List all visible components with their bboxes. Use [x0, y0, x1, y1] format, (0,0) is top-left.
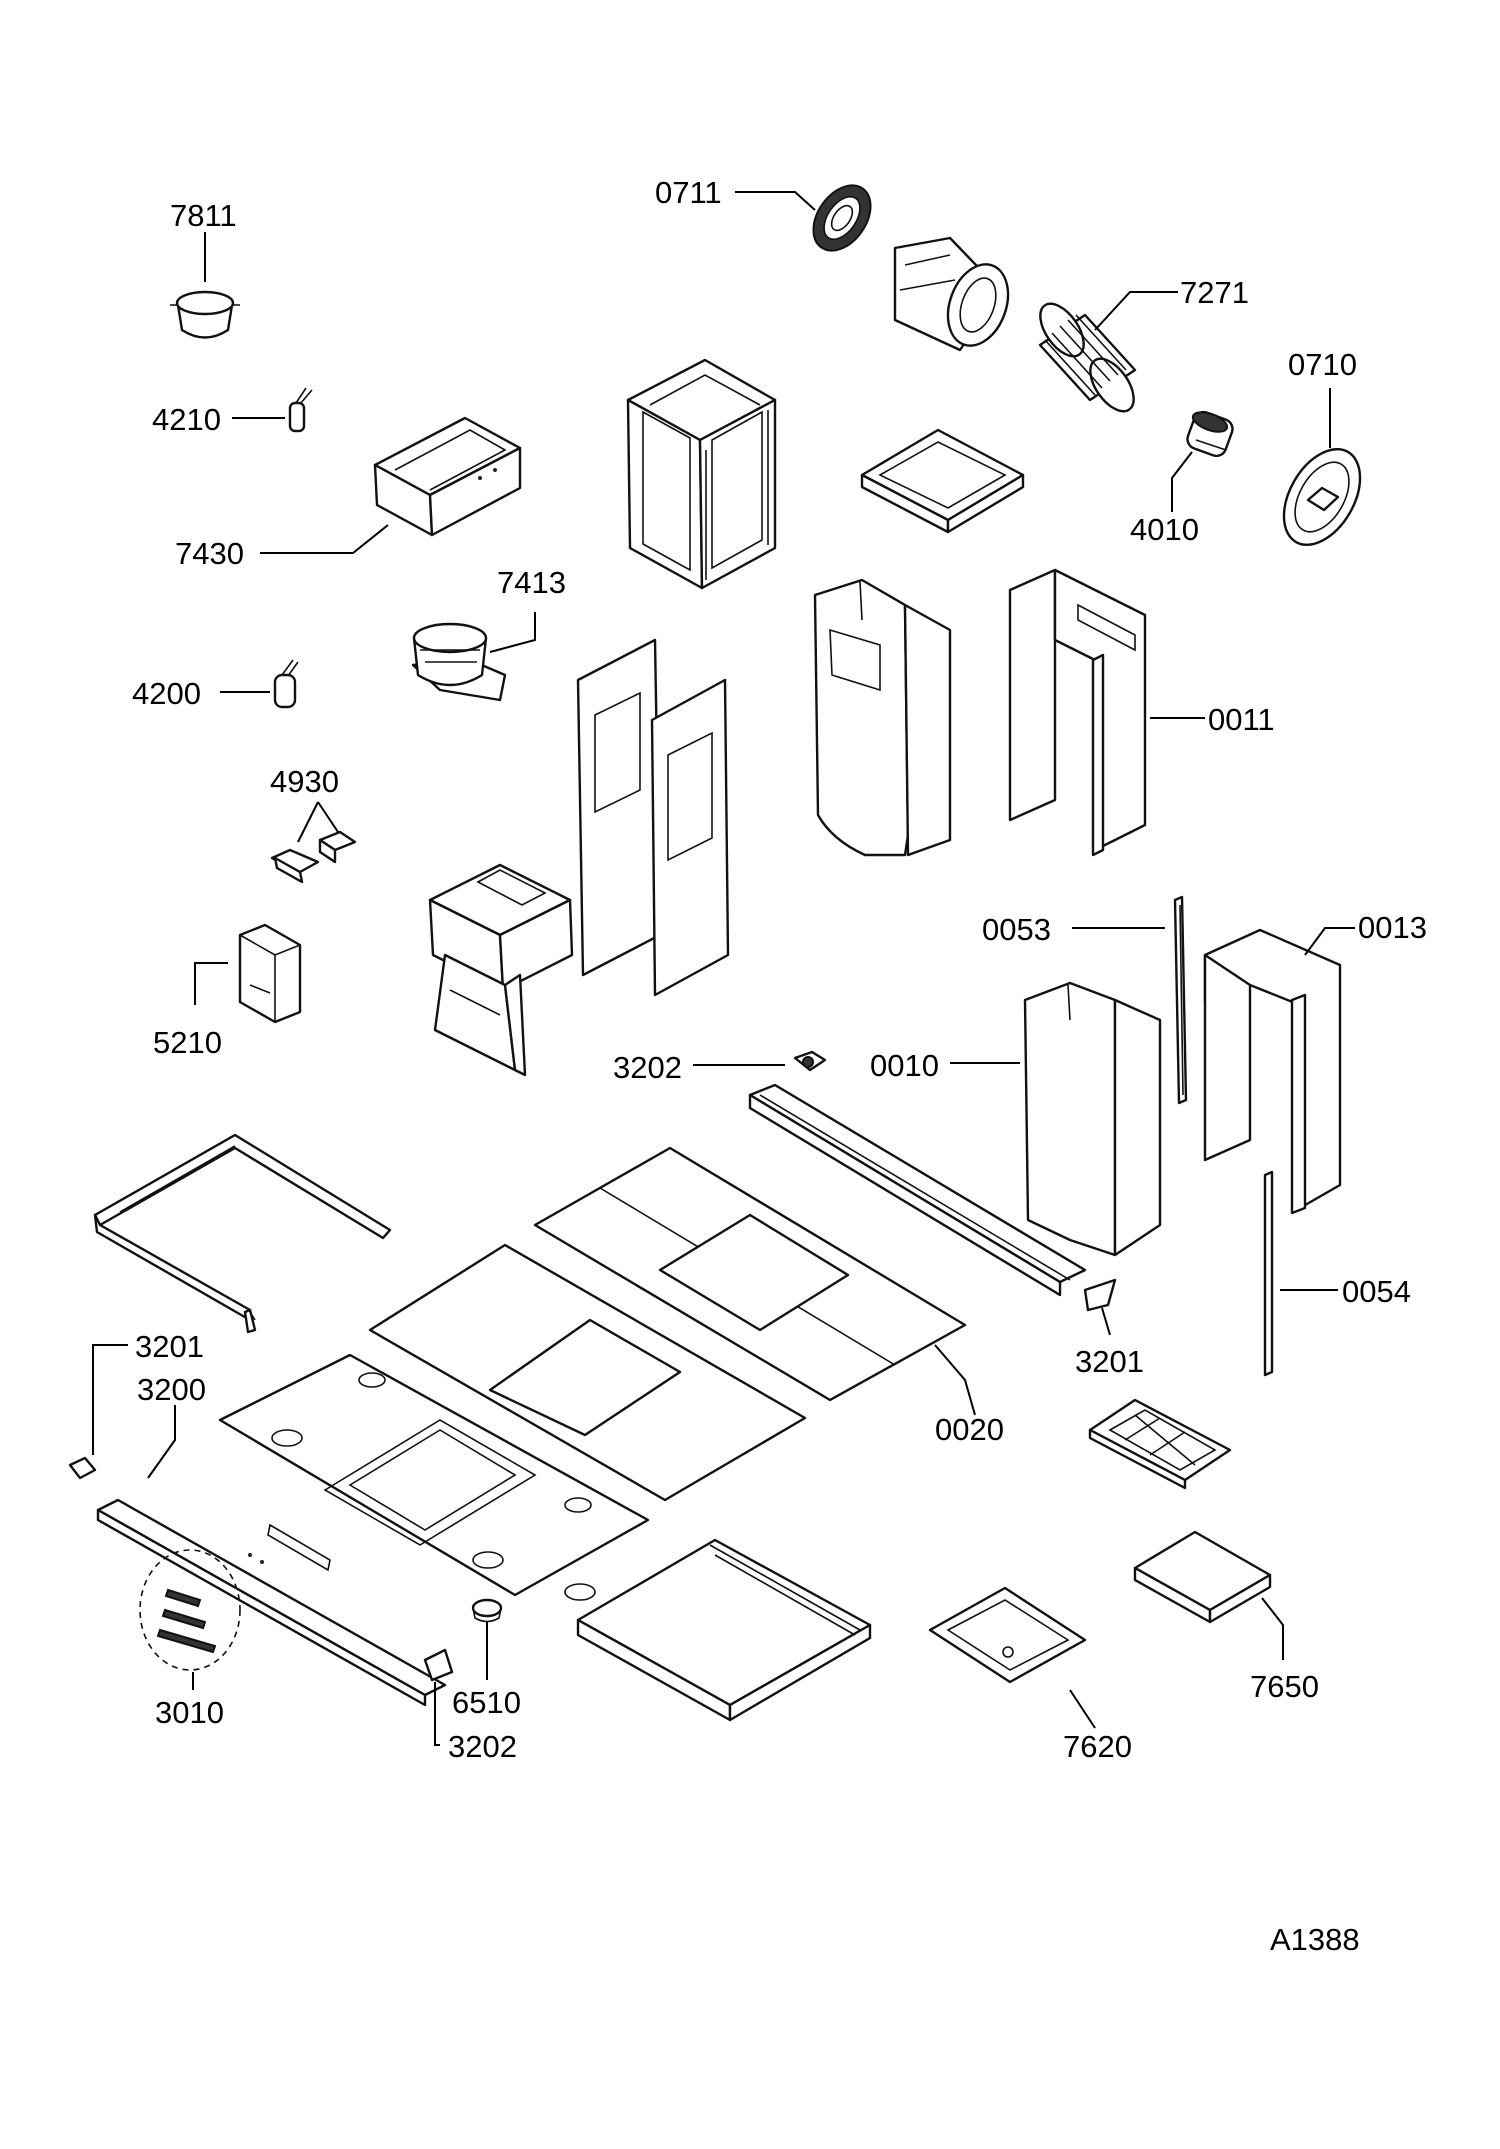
- part-7620-filter: [928, 1586, 1087, 1684]
- label-7620: 7620: [1063, 1729, 1132, 1764]
- label-4930: 4930: [270, 764, 339, 799]
- part-3201-clip-left: [68, 1456, 97, 1480]
- label-3010: 3010: [155, 1695, 224, 1730]
- diagram-code: A1388: [1270, 1922, 1360, 1957]
- label-3201-left: 3201: [135, 1329, 204, 1364]
- label-0020: 0020: [935, 1412, 1004, 1447]
- part-0711-guard: [812, 184, 872, 252]
- part-3202-clip-upper: [793, 1050, 827, 1072]
- part-4200-capacitor: [273, 659, 299, 709]
- part-labels: 7811 0711 7271 0710 4210 7430 4010 7413 …: [132, 175, 1427, 1957]
- label-4200: 4200: [132, 676, 201, 711]
- label-7413: 7413: [497, 565, 566, 600]
- label-4010: 4010: [1130, 512, 1199, 547]
- label-0010: 0010: [870, 1048, 939, 1083]
- part-0054-strip: [1263, 1170, 1274, 1377]
- label-0711: 0711: [655, 175, 722, 210]
- part-7271-impeller: [1038, 302, 1137, 413]
- part-0020-glass-panels: [368, 1146, 967, 1502]
- label-0053: 0053: [982, 912, 1051, 947]
- label-5210: 5210: [153, 1025, 222, 1060]
- chimney-upper-front: [813, 578, 952, 857]
- label-7811: 7811: [170, 198, 237, 233]
- left-side-frame: [93, 1133, 392, 1334]
- part-7430-box: [373, 416, 522, 537]
- label-7271: 7271: [1180, 275, 1249, 310]
- carbon-filter-tray: [1088, 1398, 1232, 1490]
- part-6510-knob: [471, 1598, 503, 1623]
- part-7413-fan-unit: [411, 622, 507, 702]
- label-0710: 0710: [1288, 347, 1357, 382]
- part-3202-clip-lower: [423, 1648, 454, 1682]
- part-0010-chimney: [1023, 981, 1162, 1257]
- label-4210: 4210: [152, 402, 221, 437]
- part-4210-capacitor: [288, 387, 313, 433]
- part-0011-chimney-upper: [1008, 568, 1147, 857]
- leader-lines: [92, 191, 1355, 1746]
- label-3201-right: 3201: [1075, 1344, 1144, 1379]
- part-3201-clip-right: [1083, 1278, 1117, 1312]
- part-4010-motor: [1186, 410, 1234, 458]
- part-3010-buttons: [139, 1549, 241, 1671]
- part-0053-strip: [1173, 895, 1188, 1105]
- inner-side-panels: [576, 638, 730, 997]
- label-7650: 7650: [1250, 1669, 1319, 1704]
- label-0011: 0011: [1208, 702, 1275, 737]
- part-3200-control-bar: [96, 1498, 447, 1707]
- label-3202-lower: 3202: [448, 1729, 517, 1764]
- label-7430: 7430: [175, 536, 244, 571]
- label-0054: 0054: [1342, 1274, 1411, 1309]
- part-4930-terminal: [270, 830, 357, 884]
- label-0013: 0013: [1358, 910, 1427, 945]
- frame-cage: [626, 358, 777, 590]
- part-0710-plate: [1282, 448, 1362, 546]
- part-7811-collar: [170, 290, 240, 339]
- back-rail: [748, 1083, 1087, 1297]
- support-frame: [860, 428, 1025, 534]
- part-0013-chimney: [1203, 928, 1342, 1215]
- label-3200: 3200: [137, 1372, 206, 1407]
- right-base-tray: [564, 1538, 872, 1722]
- part-5210-box: [238, 923, 302, 1024]
- fan-housing: [893, 236, 1010, 352]
- label-3202-upper: 3202: [613, 1050, 682, 1085]
- canopy-body: [218, 1353, 650, 1597]
- label-6510: 6510: [452, 1685, 521, 1720]
- base-structure: [428, 863, 574, 1077]
- part-7650-filter-block: [1133, 1530, 1272, 1624]
